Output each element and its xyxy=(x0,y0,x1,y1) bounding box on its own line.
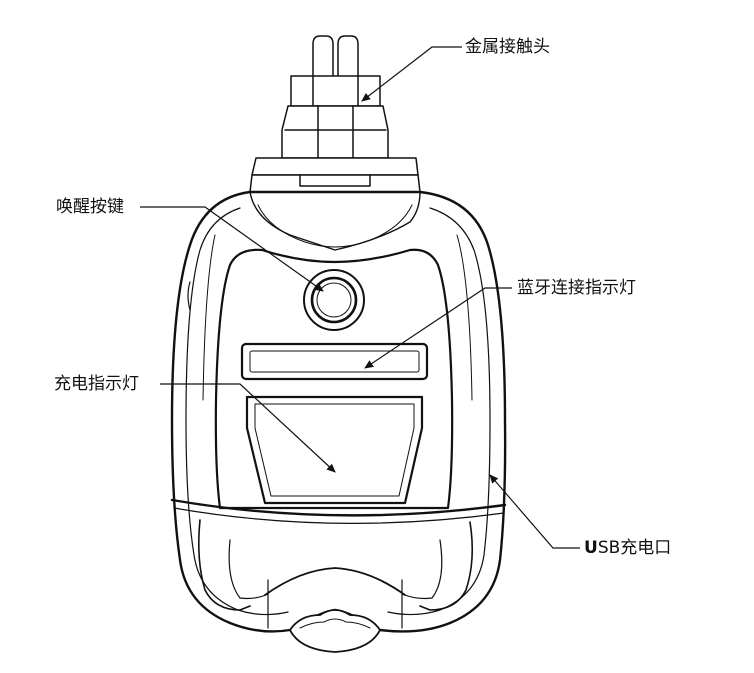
leader-charge xyxy=(160,383,336,473)
leader-lines xyxy=(140,46,580,549)
leader-usb xyxy=(489,474,580,549)
bluetooth-indicator-window xyxy=(240,342,429,381)
label-usb-rest: SB充电口 xyxy=(597,538,672,558)
leader-wake-button xyxy=(140,206,324,292)
body-seam xyxy=(170,498,507,524)
leader-bluetooth xyxy=(364,287,512,369)
charge-indicator-window xyxy=(245,395,424,505)
label-usb-port: USB充电口 xyxy=(584,538,671,558)
metal-contact-plug xyxy=(281,35,389,159)
label-wake-button: 唤醒按键 xyxy=(56,197,124,217)
label-bluetooth-indicator: 蓝牙连接指示灯 xyxy=(517,278,636,298)
wake-button-shape xyxy=(303,269,365,331)
label-usb-prefix: U xyxy=(584,538,598,558)
label-metal-contact: 金属接触头 xyxy=(465,37,550,57)
device-collar xyxy=(249,157,421,193)
lower-grip xyxy=(197,519,474,653)
side-notch xyxy=(187,281,191,311)
label-charge-indicator: 充电指示灯 xyxy=(54,374,139,394)
device-drawing xyxy=(170,35,507,653)
leader-metal-contact xyxy=(361,46,462,102)
